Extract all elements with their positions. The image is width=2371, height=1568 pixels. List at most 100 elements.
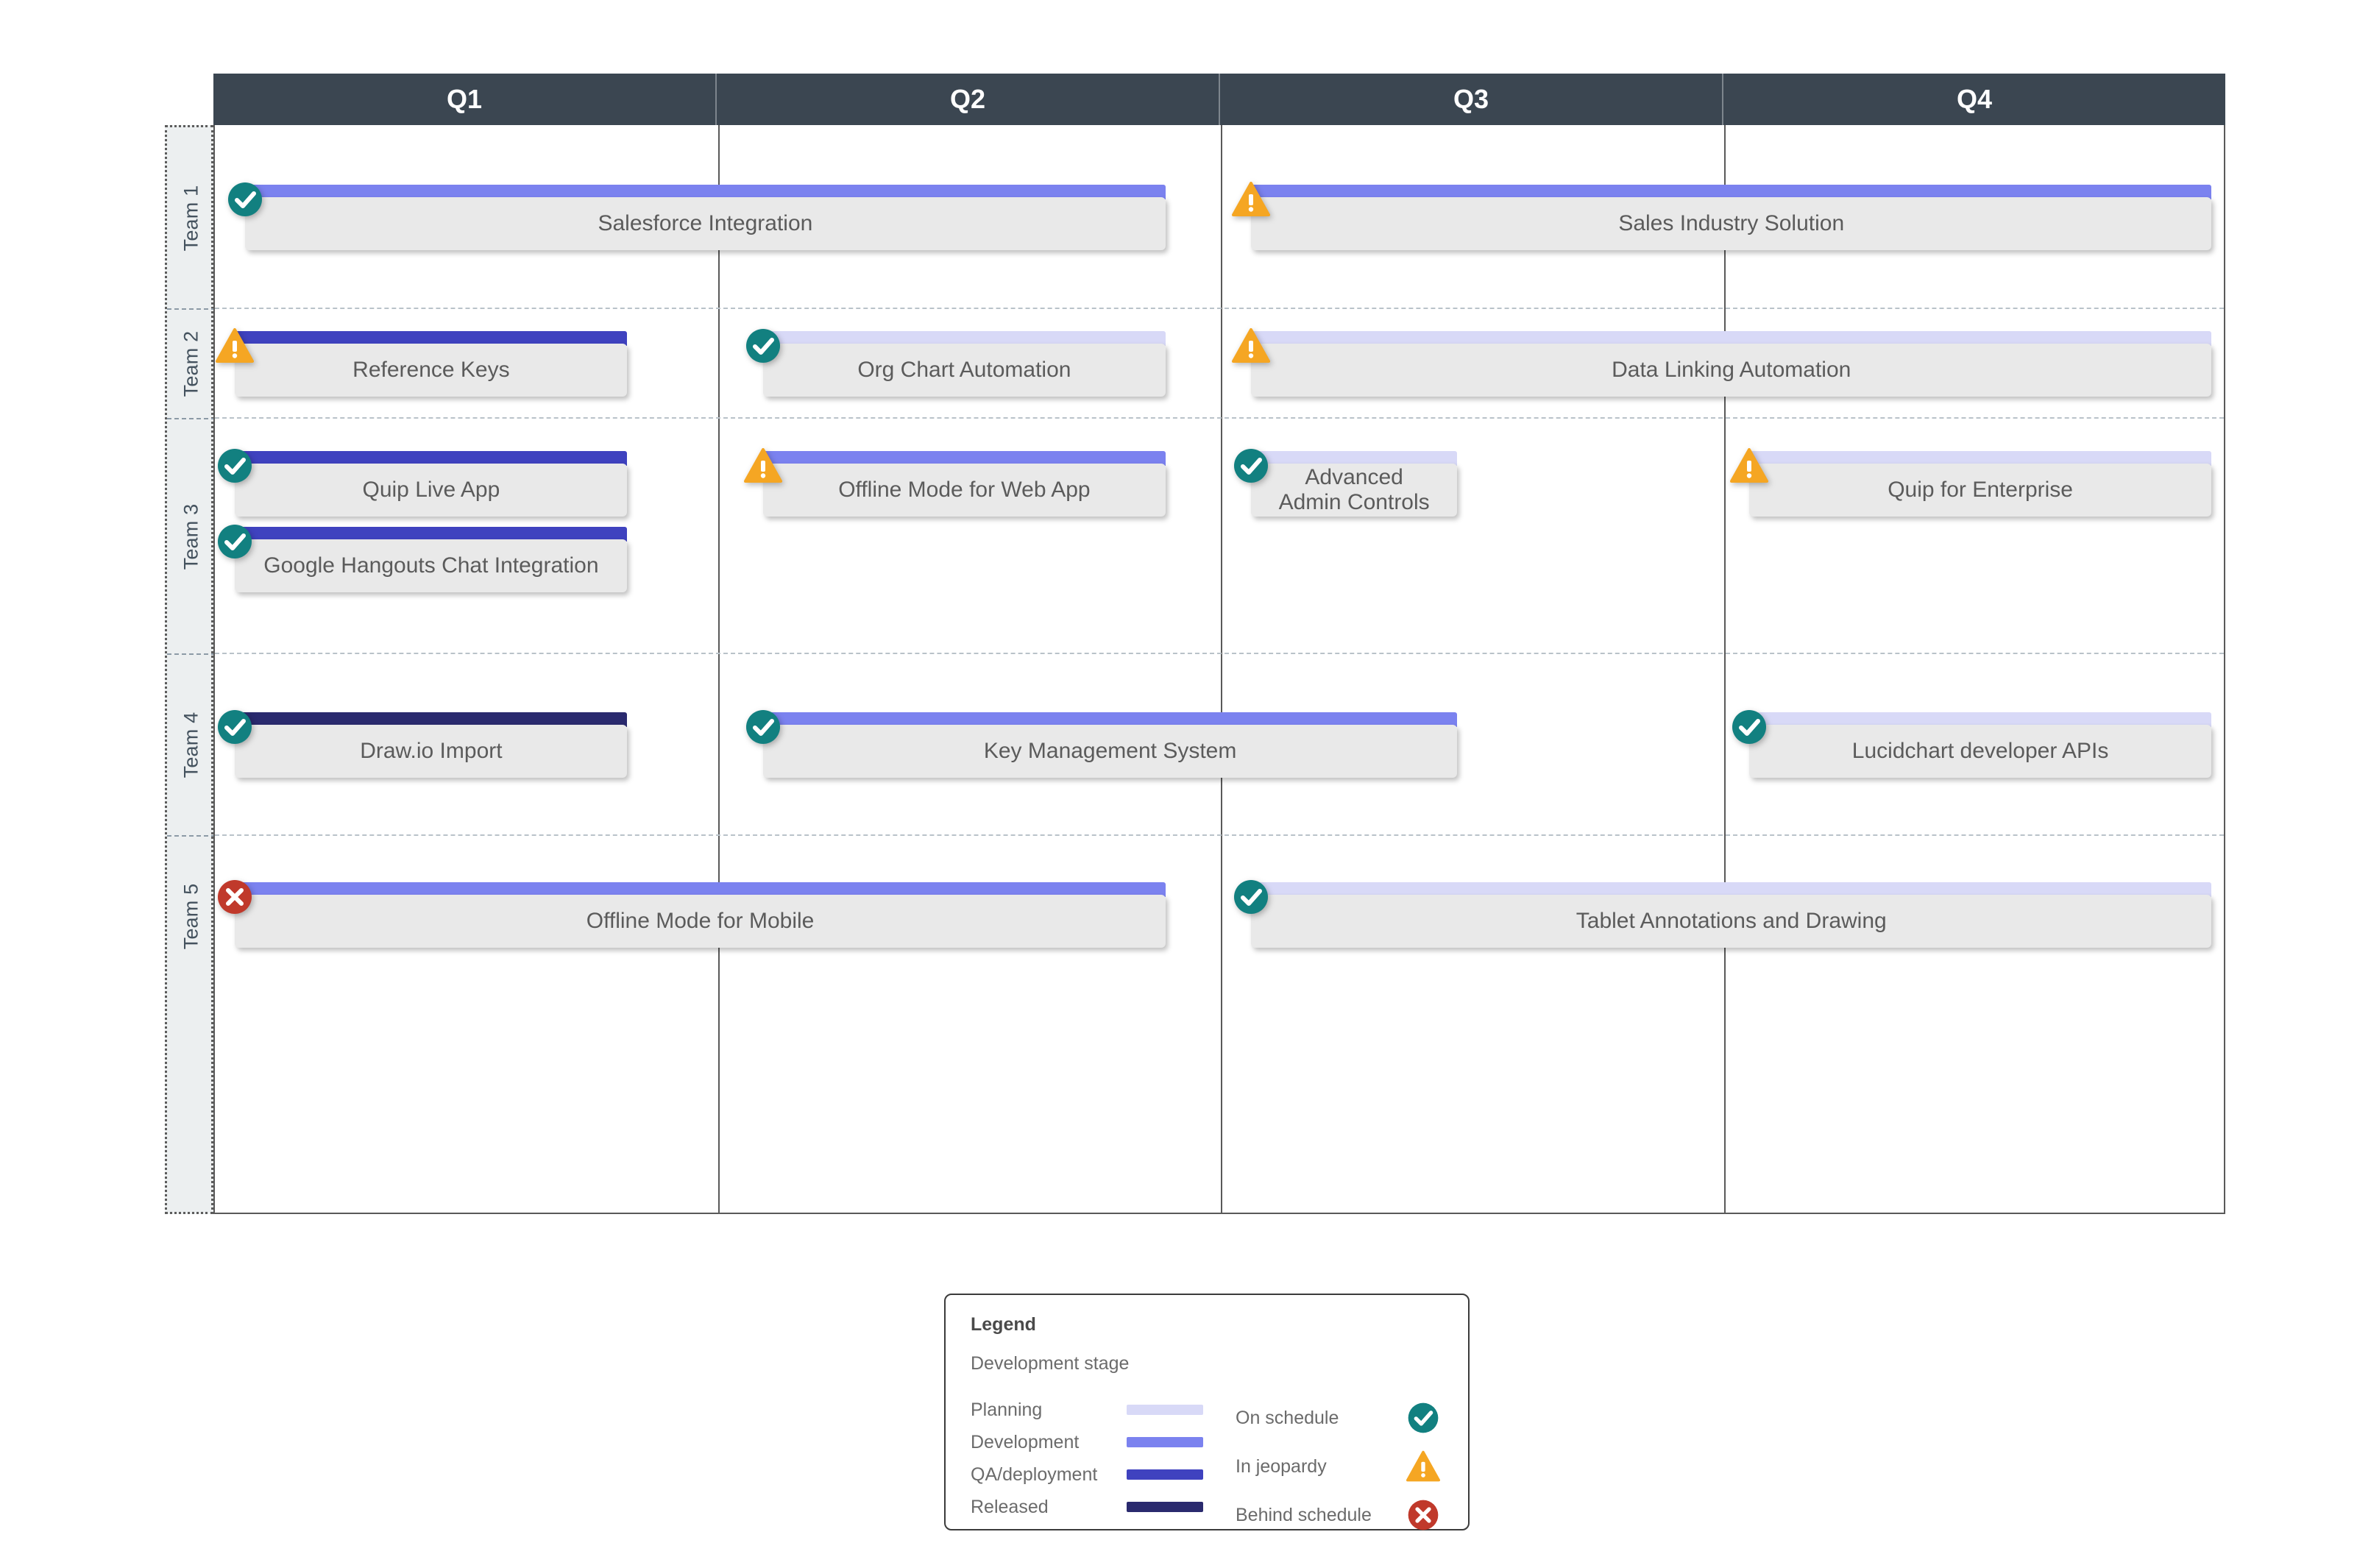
task-card[interactable]: Reference Keys	[235, 343, 628, 397]
task-bar[interactable]: Quip Live App	[218, 449, 628, 517]
task-bar[interactable]: Offline Mode for Mobile	[218, 880, 1166, 948]
task-stage-bar	[763, 330, 1166, 346]
task-bar[interactable]: Tablet Annotations and Drawing	[1234, 880, 2212, 948]
header-label-q3: Q3	[1453, 84, 1489, 114]
check-circle-icon[interactable]	[1730, 708, 1768, 746]
task-card[interactable]: Quip for Enterprise	[1748, 464, 2212, 517]
legend-stage-row: Development	[971, 1426, 1443, 1458]
header-cell-q4[interactable]: Q4	[1723, 74, 2225, 125]
team-label-5[interactable]: Team 5	[167, 837, 216, 996]
task-bar[interactable]: Sales Industry Solution	[1232, 182, 2212, 250]
task-bar[interactable]: Data Linking Automation	[1232, 327, 2212, 397]
error-circle-icon[interactable]	[216, 878, 254, 916]
team-label-text: Team 2	[180, 330, 202, 397]
column-divider-2	[1221, 125, 1222, 1213]
roadmap-grid: Q1 Q2 Q3 Q4 Salesforce Integration Sales …	[213, 74, 2225, 1214]
team-label-column: Team 1 Team 2 Team 3 Team 4 Team 5	[165, 125, 216, 1214]
row-divider-3	[215, 653, 2224, 654]
task-bar[interactable]: Quip for Enterprise	[1729, 448, 2212, 517]
check-circle-icon[interactable]	[216, 522, 254, 561]
task-stage-bar	[763, 451, 1166, 466]
task-bar[interactable]: Salesforce Integration	[228, 182, 1166, 250]
task-bar[interactable]: Draw.io Import	[218, 709, 628, 778]
warning-triangle-icon[interactable]	[216, 327, 255, 365]
task-label: Lucidchart developer APIs	[1851, 738, 2109, 763]
team-label-text: Team 3	[180, 503, 202, 570]
row-divider-4	[215, 834, 2224, 836]
task-label: Draw.io Import	[360, 738, 503, 763]
team-label-2[interactable]: Team 2	[167, 310, 216, 419]
legend-stage-swatch	[1127, 1469, 1203, 1480]
check-circle-icon[interactable]	[744, 708, 782, 746]
task-card[interactable]: Advanced Admin Controls	[1251, 464, 1458, 517]
task-label: Advanced Admin Controls	[1278, 465, 1430, 514]
team-label-3[interactable]: Team 3	[167, 419, 216, 655]
task-card[interactable]: Draw.io Import	[235, 724, 628, 778]
task-label: Key Management System	[983, 738, 1237, 763]
task-label: Offline Mode for Web App	[838, 478, 1091, 503]
task-card[interactable]: Lucidchart developer APIs	[1748, 724, 2212, 778]
legend-status-row: On schedule	[1236, 1394, 1471, 1442]
task-stage-bar	[235, 330, 628, 346]
check-circle-icon[interactable]	[216, 708, 254, 746]
legend-status-row: In jeopardy	[1236, 1442, 1471, 1491]
task-card[interactable]: Data Linking Automation	[1251, 343, 2212, 397]
warning-triangle-icon[interactable]	[744, 447, 782, 485]
task-stage-bar	[763, 712, 1458, 727]
task-bar[interactable]: Org Chart Automation	[746, 328, 1166, 397]
task-card[interactable]: Offline Mode for Mobile	[235, 895, 1166, 948]
team-label-text: Team 5	[180, 883, 202, 949]
legend-stage-row: Planning	[971, 1394, 1443, 1426]
task-card[interactable]: Quip Live App	[235, 464, 628, 517]
check-circle-icon[interactable]	[216, 447, 254, 485]
task-bar[interactable]: Reference Keys	[216, 327, 628, 397]
legend-stage-swatch	[1127, 1405, 1203, 1415]
task-stage-bar	[1251, 330, 2212, 346]
task-bar[interactable]: Google Hangouts Chat Integration	[218, 525, 628, 592]
team-label-4[interactable]: Team 4	[167, 655, 216, 837]
header-label-q2: Q2	[949, 84, 986, 114]
warning-triangle-icon[interactable]	[1232, 180, 1270, 219]
check-circle-icon[interactable]	[1232, 878, 1270, 916]
team-label-1[interactable]: Team 1	[167, 127, 216, 310]
task-stage-bar	[1251, 882, 2212, 897]
task-card[interactable]: Tablet Annotations and Drawing	[1251, 895, 2212, 948]
legend-stage-label: Planning	[971, 1399, 1043, 1420]
task-card[interactable]: Org Chart Automation	[763, 343, 1166, 397]
task-card[interactable]: Sales Industry Solution	[1251, 197, 2212, 250]
task-label: Quip Live App	[362, 478, 500, 503]
column-divider-1	[717, 125, 720, 1213]
task-stage-bar	[235, 527, 628, 542]
warning-triangle-icon	[1406, 1450, 1440, 1483]
task-card[interactable]: Salesforce Integration	[245, 197, 1166, 250]
legend-subtitle: Development stage	[971, 1353, 1130, 1374]
task-label: Data Linking Automation	[1612, 357, 1851, 382]
task-card[interactable]: Key Management System	[763, 724, 1458, 778]
task-label: Sales Industry Solution	[1618, 211, 1845, 236]
task-card[interactable]: Offline Mode for Web App	[763, 464, 1166, 517]
warning-triangle-icon[interactable]	[1232, 327, 1270, 365]
header-cell-q1[interactable]: Q1	[213, 74, 717, 125]
task-label: Org Chart Automation	[857, 357, 1071, 382]
task-bar[interactable]: Offline Mode for Web App	[744, 448, 1166, 517]
legend-stage-label: QA/deployment	[971, 1464, 1098, 1485]
task-bar[interactable]: Advanced Admin Controls	[1234, 449, 1458, 517]
header-cell-q2[interactable]: Q2	[717, 74, 1220, 125]
task-bar[interactable]: Lucidchart developer APIs	[1732, 709, 2212, 778]
header-cell-q3[interactable]: Q3	[1220, 74, 1723, 125]
check-circle-icon[interactable]	[1232, 447, 1270, 485]
task-stage-bar	[235, 882, 1166, 897]
task-stage-bar	[235, 451, 628, 466]
task-label: Tablet Annotations and Drawing	[1576, 909, 1887, 934]
check-circle-icon[interactable]	[226, 180, 264, 219]
quarter-header-row: Q1 Q2 Q3 Q4	[213, 74, 2225, 125]
task-bar[interactable]: Key Management System	[746, 709, 1458, 778]
warning-triangle-icon[interactable]	[1729, 447, 1768, 485]
legend-stage-row: QA/deployment	[971, 1458, 1443, 1491]
legend-status-label: Behind schedule	[1236, 1504, 1372, 1525]
task-card[interactable]: Google Hangouts Chat Integration	[235, 539, 628, 592]
check-circle-icon[interactable]	[744, 327, 782, 365]
roadmap-body: Salesforce Integration Sales Industry Sol…	[213, 125, 2225, 1214]
task-stage-bar	[1748, 451, 2212, 466]
header-label-q1: Q1	[446, 84, 483, 114]
